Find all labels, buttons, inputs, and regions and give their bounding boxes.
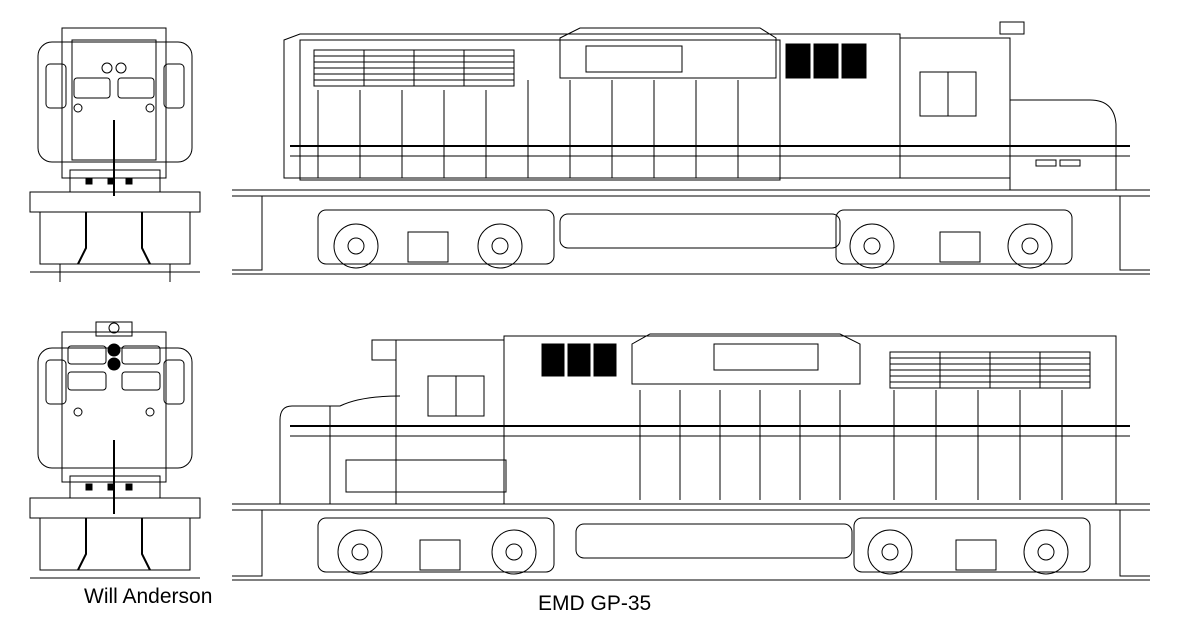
author-credit: Will Anderson — [84, 585, 213, 608]
front-end-view — [29, 27, 201, 282]
front-truck — [835, 209, 1073, 269]
radiator-grille — [314, 50, 514, 86]
rear-end-view — [29, 321, 201, 579]
model-caption: EMD GP-35 — [538, 592, 652, 615]
truck-right — [853, 517, 1091, 575]
rear-truck — [317, 209, 555, 269]
truck-left — [317, 517, 555, 575]
side-view-right — [232, 333, 1150, 581]
hood-doors-right — [639, 390, 1063, 500]
side-view-left — [232, 21, 1150, 275]
hood-doors — [317, 80, 781, 178]
radiator-grille-right — [889, 351, 1091, 389]
